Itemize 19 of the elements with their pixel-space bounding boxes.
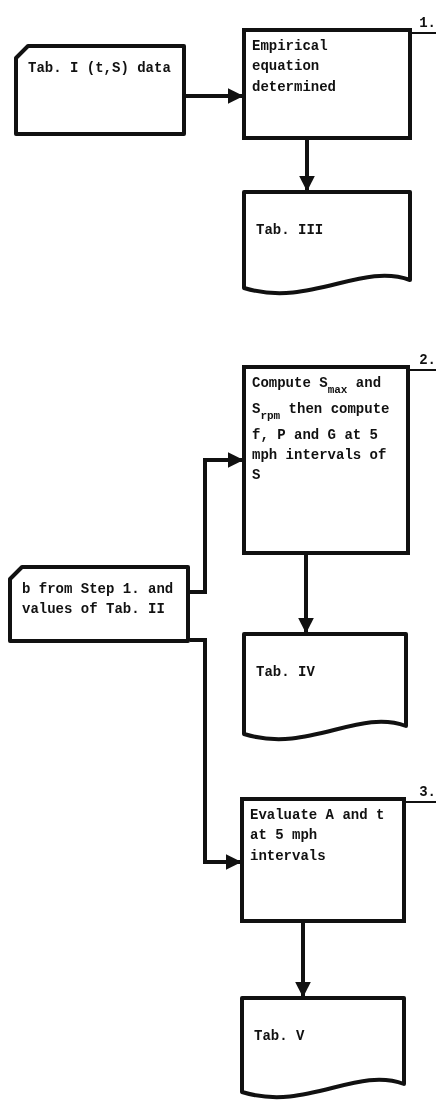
node-text: Tab. IV	[255, 663, 316, 682]
card-shape	[8, 565, 190, 643]
node-text: Empirical equation determined	[251, 37, 337, 97]
arrow	[295, 923, 311, 998]
arrow	[190, 452, 244, 594]
arrow	[298, 555, 314, 634]
node-text: Compute S$_{max}$ and S$_{rpm}$ then compute f, P and G at 5 mph intervals of S	[251, 374, 391, 486]
arrow	[190, 638, 242, 870]
node-text: Tab. III	[255, 221, 325, 240]
step-number: 1.	[408, 14, 436, 34]
node-text: b from Step 1. and values of Tab. II	[21, 580, 175, 620]
card-shape	[14, 44, 186, 136]
node-text: Tab. I (t,S) data	[27, 59, 172, 78]
node-text: Evaluate A and t at 5 mph intervals	[249, 806, 386, 866]
step-number: 3.	[402, 783, 436, 803]
arrow	[186, 88, 244, 104]
node-text: Tab. V	[253, 1027, 306, 1046]
arrow	[299, 140, 315, 192]
step-number: 2.	[406, 351, 436, 371]
